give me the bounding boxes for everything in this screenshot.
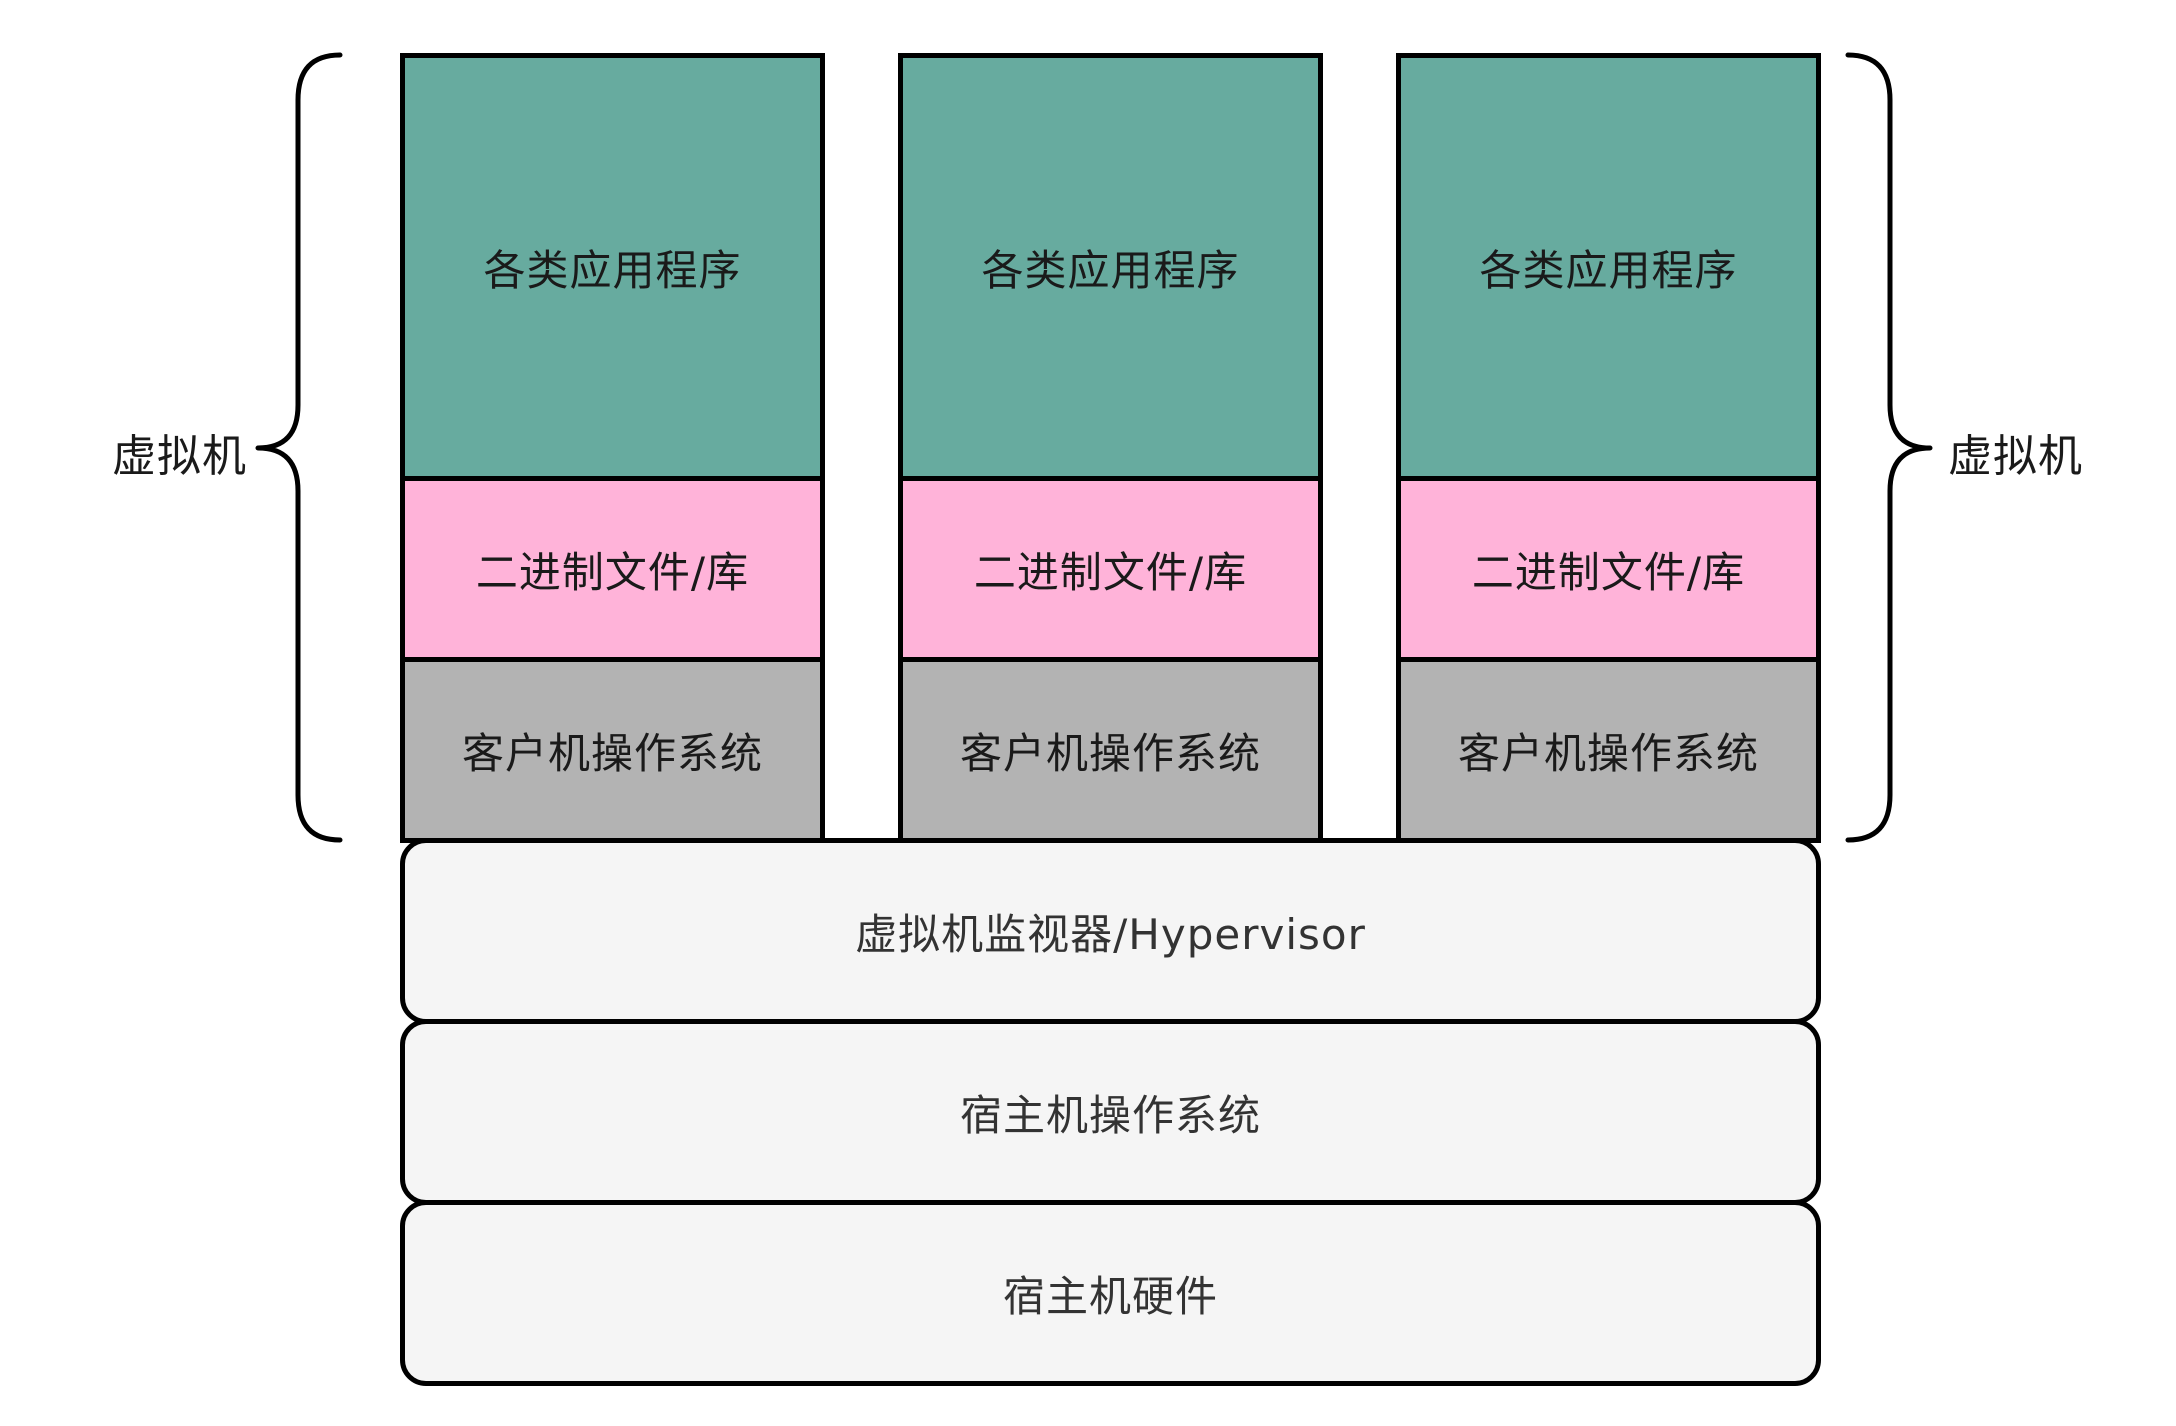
vm1-applications: 各类应用程序 [400, 53, 825, 481]
host-os-layer: 宿主机操作系统 [400, 1019, 1821, 1205]
vm2-applications: 各类应用程序 [898, 53, 1323, 481]
host-hardware-layer: 宿主机硬件 [400, 1200, 1821, 1386]
vm3-guest-os: 客户机操作系统 [1396, 657, 1821, 843]
vm-label-left: 虚拟机 [112, 431, 247, 482]
right-brace [1845, 52, 1933, 843]
vm-label-right: 虚拟机 [1948, 431, 2083, 482]
hypervisor-layer: 虚拟机监视器/Hypervisor [400, 838, 1821, 1024]
vm3-binaries: 二进制文件/库 [1396, 476, 1821, 662]
vm1-binaries: 二进制文件/库 [400, 476, 825, 662]
vm2-guest-os: 客户机操作系统 [898, 657, 1323, 843]
vm3-applications: 各类应用程序 [1396, 53, 1821, 481]
vm1-guest-os: 客户机操作系统 [400, 657, 825, 843]
vm2-binaries: 二进制文件/库 [898, 476, 1323, 662]
